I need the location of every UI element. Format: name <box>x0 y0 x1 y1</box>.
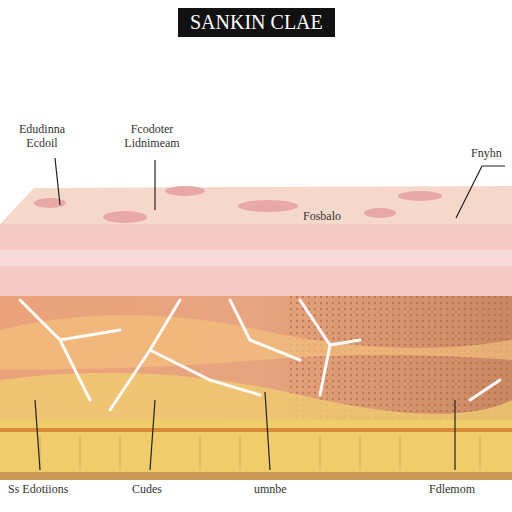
dermis-layer <box>0 296 512 420</box>
fat-stripes <box>40 436 480 470</box>
base-layer <box>0 472 512 480</box>
part-label: Fosbalo <box>301 209 343 223</box>
fat-line <box>0 428 512 432</box>
part-label: Edudinna Ecdoil <box>3 122 81 150</box>
title: SANKIN CLAE <box>178 8 335 37</box>
part-label: umnbe <box>254 482 287 496</box>
part-label: Ss Edotiions <box>8 482 68 496</box>
part-label: Fnyhn <box>471 146 502 160</box>
tissue-band <box>0 373 512 420</box>
part-label: Cudes <box>132 482 162 496</box>
part-label: Fdlemom <box>429 482 475 496</box>
epidermis-band <box>0 224 512 296</box>
epidermis-band <box>0 250 512 266</box>
leader-lines <box>35 158 505 470</box>
part-label: Fcodoter Lidnimeam <box>104 122 200 150</box>
fat-layer <box>0 420 512 472</box>
vessels <box>20 300 500 410</box>
skin-surface <box>0 186 512 224</box>
